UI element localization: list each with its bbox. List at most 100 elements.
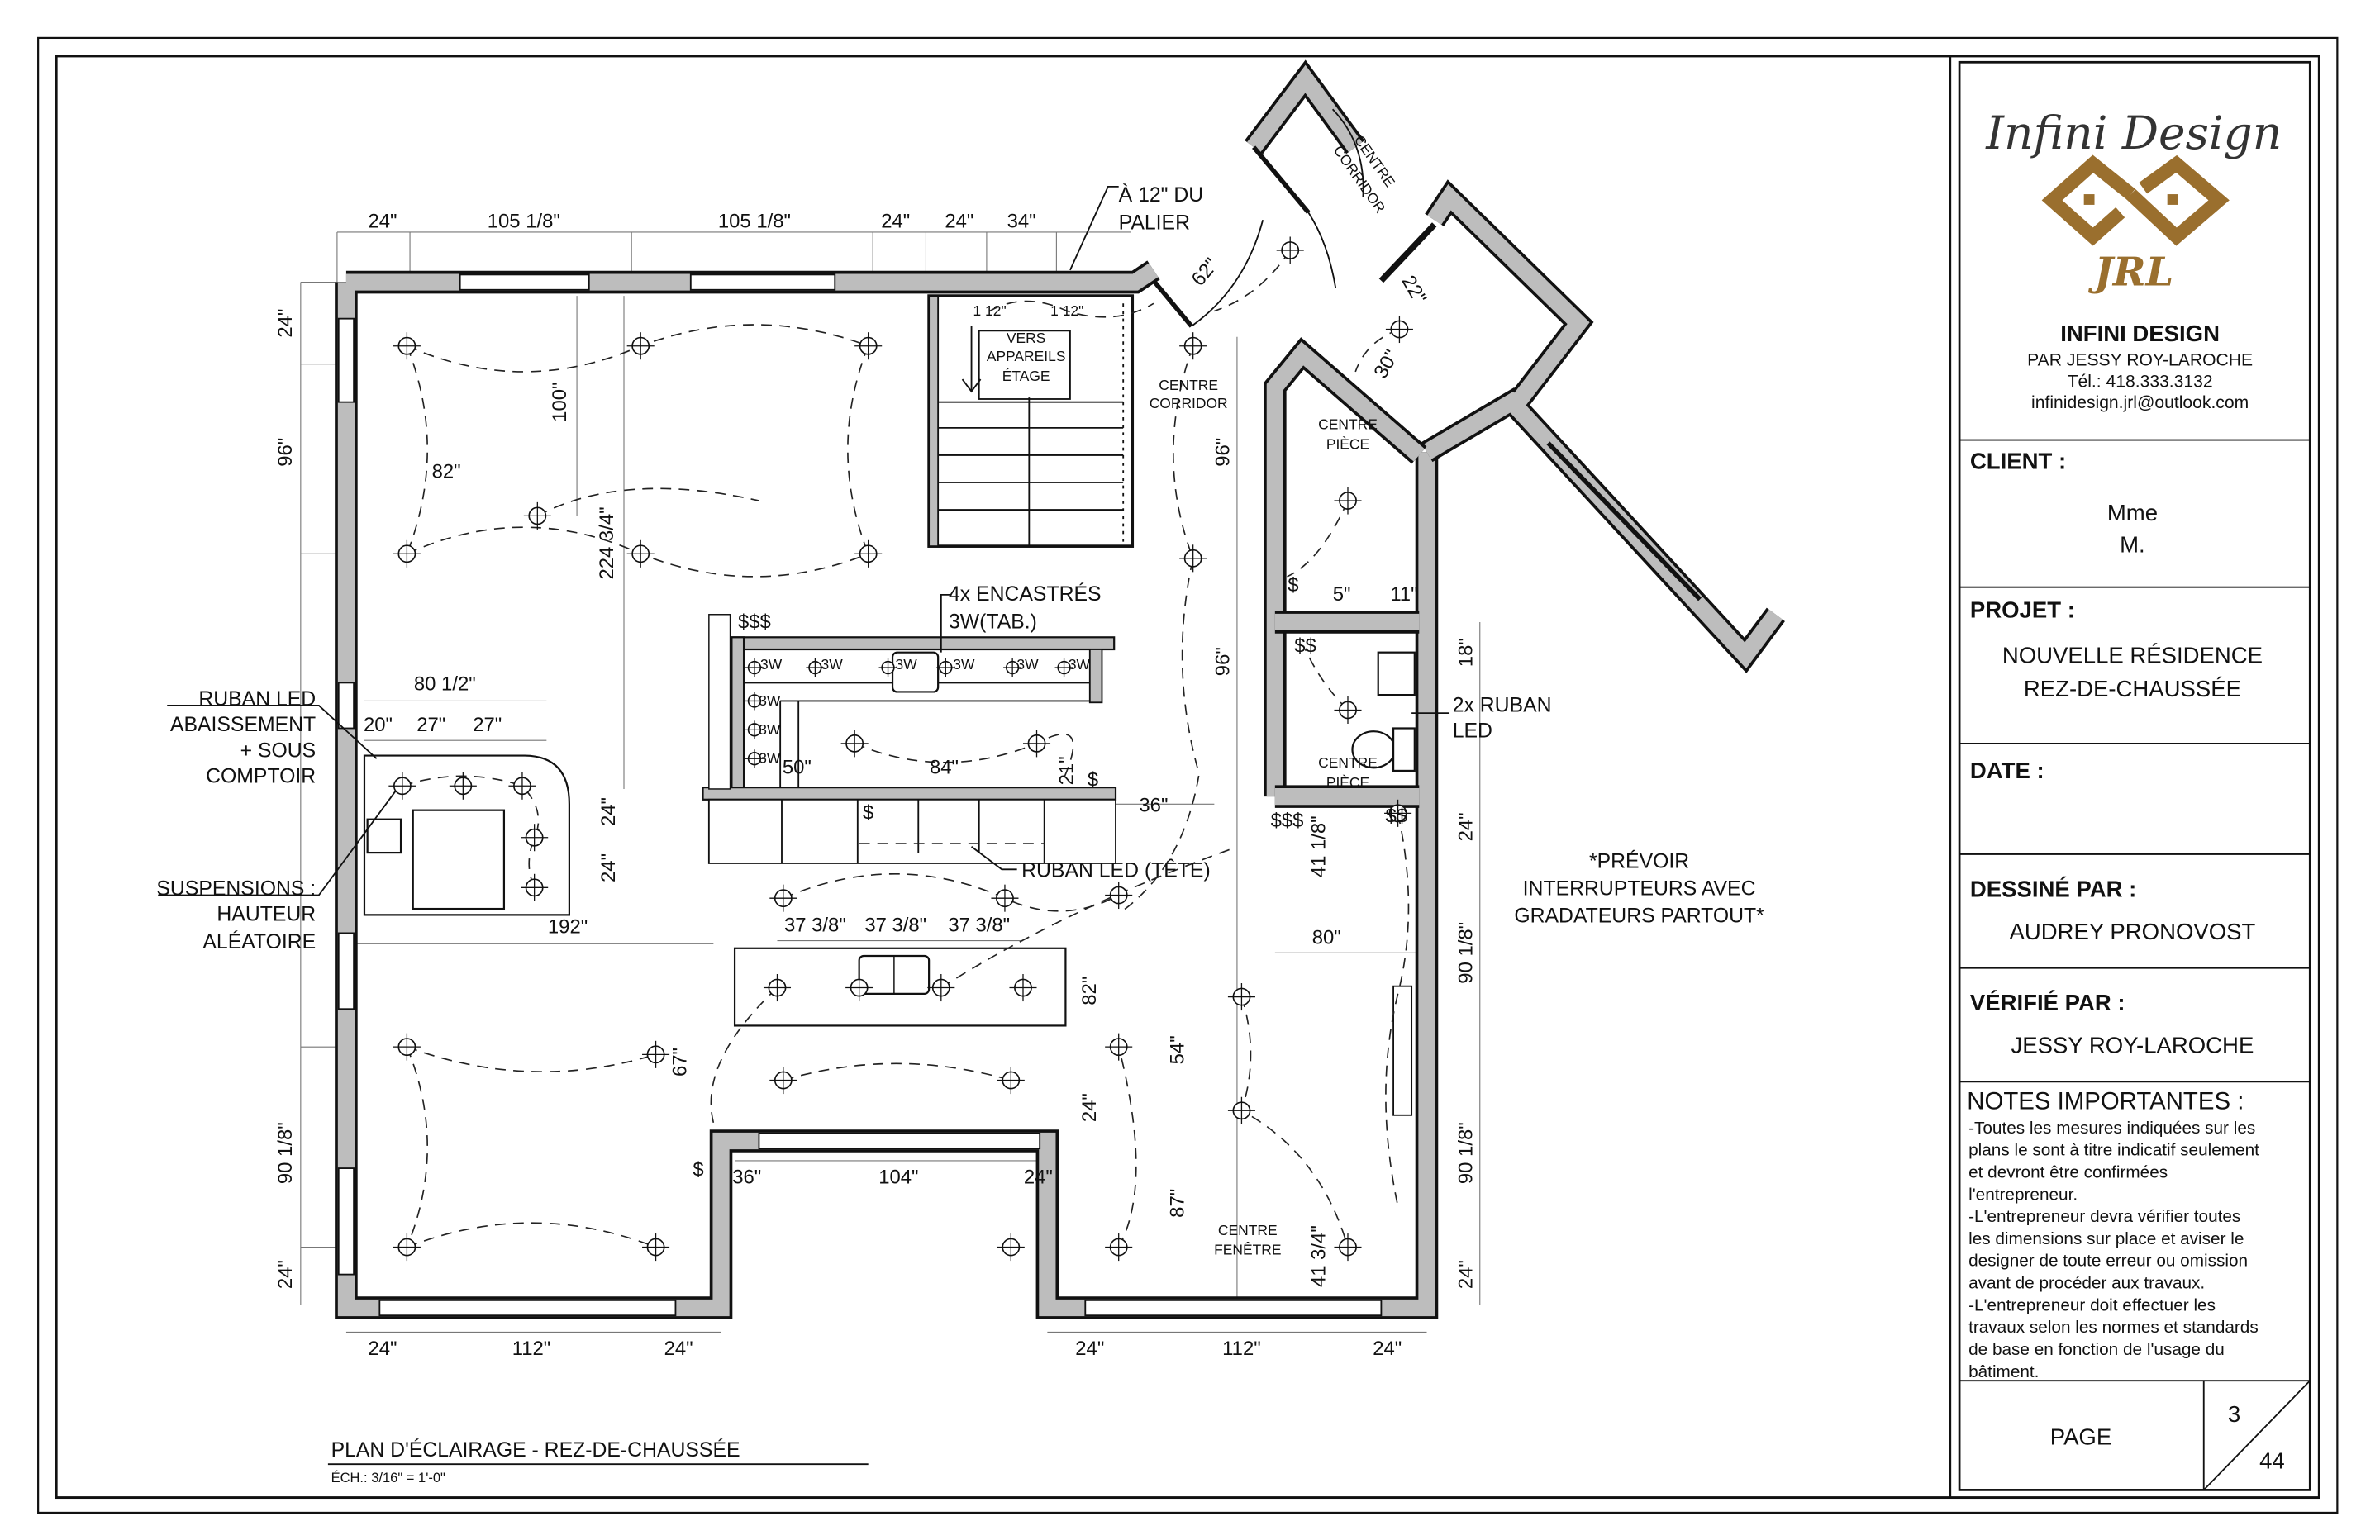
ceiling-light-icon [840,730,869,758]
logo: Infini Design JRL [1985,107,2282,295]
ceiling-light-icon [878,658,897,677]
annotation-label: 2x RUBAN [1453,694,1552,716]
fixture-wattage-label: 3W [953,656,975,673]
ceiling-light-icon [936,658,955,677]
ceiling-light-icon [521,824,549,852]
dimension-label: 21" [1056,756,1078,785]
dimension-label: 80" [1312,926,1341,948]
ceiling-light-icon [1009,974,1037,1002]
page-number: 3 [2228,1401,2240,1427]
ceiling-light-icon [845,974,873,1002]
drawn-by-value: AUDREY PRONOVOST [2010,919,2256,944]
fixture-wattage-label: 3W [759,721,781,738]
dimension-label: 34" [1007,210,1036,232]
dimension-label: 30" [1369,346,1403,383]
annotation-label: CENTRE [1318,754,1378,771]
dimension-label: 104" [878,1166,918,1188]
ceiling-light-icon [1385,315,1413,344]
dimension-label: 96" [1212,647,1235,676]
note-line: avant de procéder aux travaux. [1968,1274,2205,1293]
kitchen [702,614,1117,864]
checked-by-label: VÉRIFIÉ PAR : [1970,990,2125,1015]
switch-symbol: $$$ [1271,810,1304,832]
dimension-label: 87" [1167,1189,1189,1218]
annotation-label: ÉTAGE [1002,368,1050,384]
ceiling-light-icon [745,658,764,677]
dimension-label: 192" [548,915,588,938]
dimension-label: 24" [945,210,973,232]
ceiling-light-icon [763,974,792,1002]
annotation-label: CENTRE [1218,1222,1278,1238]
annotation-label: PIÈCE [1326,774,1369,791]
annotation-label: CORRIDOR [1150,395,1228,411]
ceiling-light-icon [626,332,654,360]
annotation-label: CENTRE [1318,416,1378,433]
switch-wiring [402,250,1410,1248]
annotation-label: HAUTEUR [217,904,316,926]
project-label: PROJET : [1970,597,2075,622]
ceiling-light-icon [508,772,536,800]
annotation-label: GRADATEURS PARTOUT* [1514,905,1764,928]
page-total: 44 [2259,1448,2285,1474]
annotation-label: RUBAN LED [198,688,316,711]
fixture-wattage-label: 3W [896,656,918,673]
dimension-label: 24" [1455,1260,1478,1289]
dimension-label: 84" [930,757,959,779]
dimension-label: 5" [1333,583,1351,606]
dimension-label: 24" [664,1338,693,1360]
ceiling-light-icon [1384,799,1412,827]
ceiling-light-icon [626,539,654,568]
ceiling-light-icon [1334,487,1362,515]
annotation-label: ABAISSEMENT [170,714,316,736]
dimension-label: 1 12" [973,302,1007,319]
ceiling-light-icon [769,884,797,912]
fixture-wattage-label: 3W [1069,656,1091,673]
light-fixtures [388,236,1413,1262]
dimension-label: 27" [473,714,502,736]
page-label: PAGE [2050,1424,2111,1449]
dimension-label: 112" [512,1338,551,1360]
annotation-label: VERS [1007,330,1046,346]
dimension-label: 224 3/4" [596,506,618,579]
dimension-label: 36" [1139,795,1168,817]
ceiling-light-icon [745,720,764,739]
ceiling-light-icon [449,772,477,800]
ceiling-light-icon [997,1067,1025,1095]
dimension-label: 105 1/8" [488,210,560,232]
client-label: CLIENT : [1970,448,2066,473]
dimension-label: 24" [1075,1338,1104,1360]
company-by: PAR JESSY ROY-LAROCHE [2027,351,2253,370]
dimension-label: 41 1/8" [1307,815,1330,877]
switch-symbol: $$ [1385,805,1407,827]
logo-infinity-mark [2041,154,2230,246]
ceiling-light-icon [393,539,421,568]
annotation-label: APPAREILS [987,348,1066,364]
dimension-label: 82" [432,460,461,482]
ceiling-light-icon [521,873,549,901]
staircase [927,294,1135,548]
project-line-2: REZ-DE-CHAUSSÉE [2024,676,2241,701]
ceiling-light-icon [769,1067,797,1095]
dimension-label: 100" [549,383,571,422]
note-line: -L'entrepreneur doit effectuer les [1968,1295,2216,1314]
ceiling-light-icon [642,1233,670,1262]
fixture-wattage-label: 3W [1016,656,1039,673]
company-phone: Tél.: 418.333.3132 [2068,372,2213,391]
exterior-walls [335,59,1785,1319]
switch-symbol: $ [863,802,873,825]
annotation-label: INTERRUPTEURS AVEC [1523,878,1756,901]
door-swings [1191,108,1364,327]
note-line: travaux selon les normes et standards [1968,1318,2259,1337]
ceiling-light-icon [854,539,883,568]
note-line: bâtiment. [1968,1362,2039,1381]
windows [337,273,1702,1317]
dimension-label: 36" [732,1166,761,1188]
dimension-label: 96" [274,438,297,467]
note-line: l'entrepreneur. [1968,1185,2078,1204]
annotation-label: 4x ENCASTRÉS [949,583,1102,606]
fixture-wattage-label: 3W [759,750,781,767]
dimension-label: 112" [1222,1338,1261,1360]
note-line: designer de toute erreur ou omission [1968,1252,2248,1271]
switch-symbol: $ [1288,574,1298,597]
